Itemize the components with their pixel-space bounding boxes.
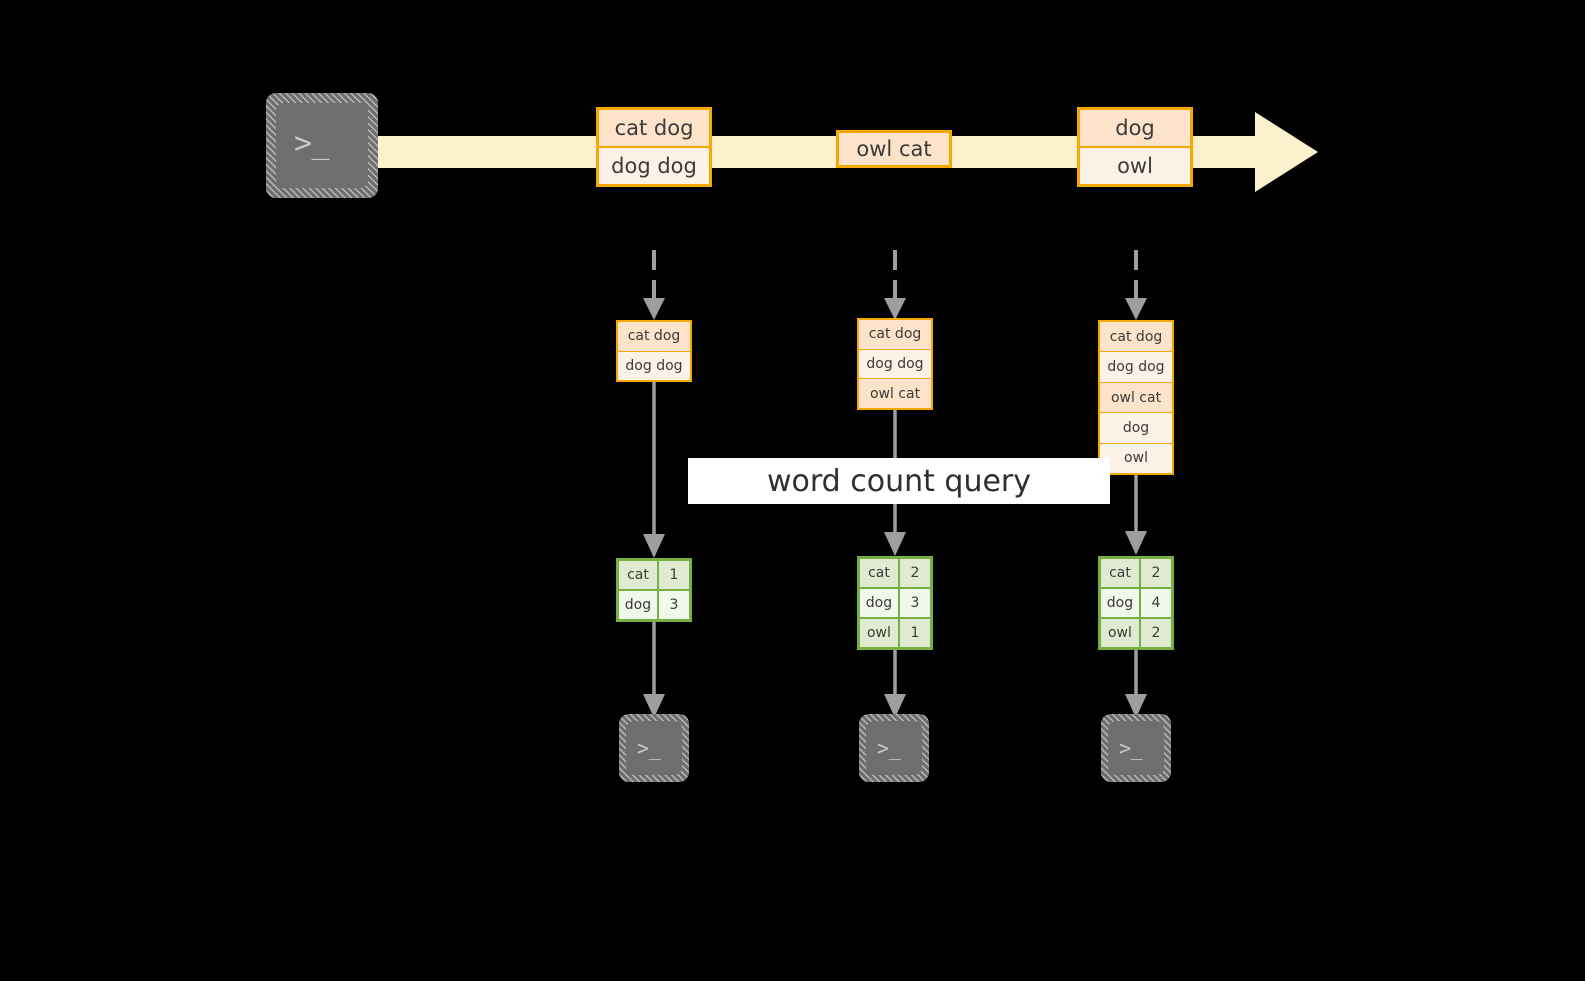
result-row: dog 4 bbox=[1101, 589, 1171, 619]
snapshot-3-input-stack: cat dog dog dog owl cat dog owl bbox=[1098, 320, 1174, 475]
snapshot-2-input-stack: cat dog dog dog owl cat bbox=[857, 318, 933, 410]
snapshot-1-consumer-terminal-icon: >_ bbox=[619, 714, 689, 782]
snapshot-input-row: cat dog bbox=[618, 322, 690, 352]
result-row: dog 3 bbox=[619, 591, 689, 619]
result-word: owl bbox=[860, 619, 900, 647]
snapshot-input-row: cat dog bbox=[1100, 322, 1172, 353]
snapshot-input-row: dog bbox=[1100, 413, 1172, 444]
stream-message: dog dog bbox=[599, 148, 709, 184]
producer-terminal-icon: >_ bbox=[266, 93, 378, 198]
snapshot-input-row: dog dog bbox=[859, 349, 931, 380]
terminal-body bbox=[276, 103, 368, 188]
result-row: cat 2 bbox=[860, 559, 930, 589]
snapshot-2-output-arrow bbox=[884, 650, 906, 718]
result-row: owl 2 bbox=[1101, 619, 1171, 647]
result-word: dog bbox=[860, 589, 900, 617]
query-label-text: word count query bbox=[766, 463, 1032, 499]
stream-message: cat dog bbox=[599, 110, 709, 148]
terminal-body bbox=[626, 721, 682, 775]
result-word: cat bbox=[619, 561, 659, 589]
snapshot-2-result-table: cat 2 dog 3 owl 1 bbox=[857, 556, 933, 650]
snapshot-3-result-table: cat 2 dog 4 owl 2 bbox=[1098, 556, 1174, 650]
result-count: 2 bbox=[899, 559, 930, 587]
result-word: cat bbox=[860, 559, 900, 587]
result-row: dog 3 bbox=[860, 589, 930, 619]
snapshot-input-row: owl bbox=[1100, 443, 1172, 474]
terminal-prompt-glyph: >_ bbox=[1119, 736, 1143, 760]
snapshot-3-query-arrow bbox=[1125, 475, 1147, 555]
stream-message: owl bbox=[1080, 148, 1190, 184]
snapshot-2-feed-arrow bbox=[884, 250, 906, 320]
stream-message: owl cat bbox=[839, 133, 949, 165]
snapshot-3-feed-arrow bbox=[1125, 250, 1147, 320]
result-row: owl 1 bbox=[860, 619, 930, 647]
result-count: 3 bbox=[658, 591, 689, 619]
result-count: 1 bbox=[899, 619, 930, 647]
snapshot-input-row: dog dog bbox=[618, 351, 690, 380]
snapshot-1-feed-arrow bbox=[643, 250, 665, 320]
snapshot-1-input-stack: cat dog dog dog bbox=[616, 320, 692, 382]
terminal-prompt-glyph: >_ bbox=[637, 736, 661, 760]
terminal-prompt-glyph: >_ bbox=[877, 736, 901, 760]
result-word: cat bbox=[1101, 559, 1141, 587]
result-row: cat 1 bbox=[619, 561, 689, 591]
result-count: 1 bbox=[658, 561, 689, 589]
snapshot-1-query-arrow bbox=[643, 382, 665, 558]
result-word: dog bbox=[619, 591, 659, 619]
stream-message-group-3: dog owl bbox=[1077, 107, 1193, 187]
snapshot-1-output-arrow bbox=[643, 622, 665, 718]
terminal-body bbox=[1108, 721, 1164, 775]
stream-message-group-2: owl cat bbox=[836, 130, 952, 168]
snapshot-input-row: owl cat bbox=[1100, 382, 1172, 414]
snapshot-input-row: cat dog bbox=[859, 320, 931, 350]
result-count: 2 bbox=[1140, 619, 1171, 647]
result-count: 2 bbox=[1140, 559, 1171, 587]
snapshot-input-row: owl cat bbox=[859, 379, 931, 409]
result-count: 3 bbox=[899, 589, 930, 617]
query-label-band: word count query bbox=[688, 458, 1110, 504]
snapshot-3-consumer-terminal-icon: >_ bbox=[1101, 714, 1171, 782]
snapshot-1-result-table: cat 1 dog 3 bbox=[616, 558, 692, 622]
terminal-prompt-glyph: >_ bbox=[294, 126, 330, 161]
snapshot-input-row: dog dog bbox=[1100, 352, 1172, 383]
result-word: owl bbox=[1101, 619, 1141, 647]
terminal-body bbox=[866, 721, 922, 775]
result-count: 4 bbox=[1140, 589, 1171, 617]
stream-message: dog bbox=[1080, 110, 1190, 148]
result-word: dog bbox=[1101, 589, 1141, 617]
stream-message-group-1: cat dog dog dog bbox=[596, 107, 712, 187]
result-row: cat 2 bbox=[1101, 559, 1171, 589]
snapshot-3-output-arrow bbox=[1125, 650, 1147, 718]
snapshot-2-consumer-terminal-icon: >_ bbox=[859, 714, 929, 782]
